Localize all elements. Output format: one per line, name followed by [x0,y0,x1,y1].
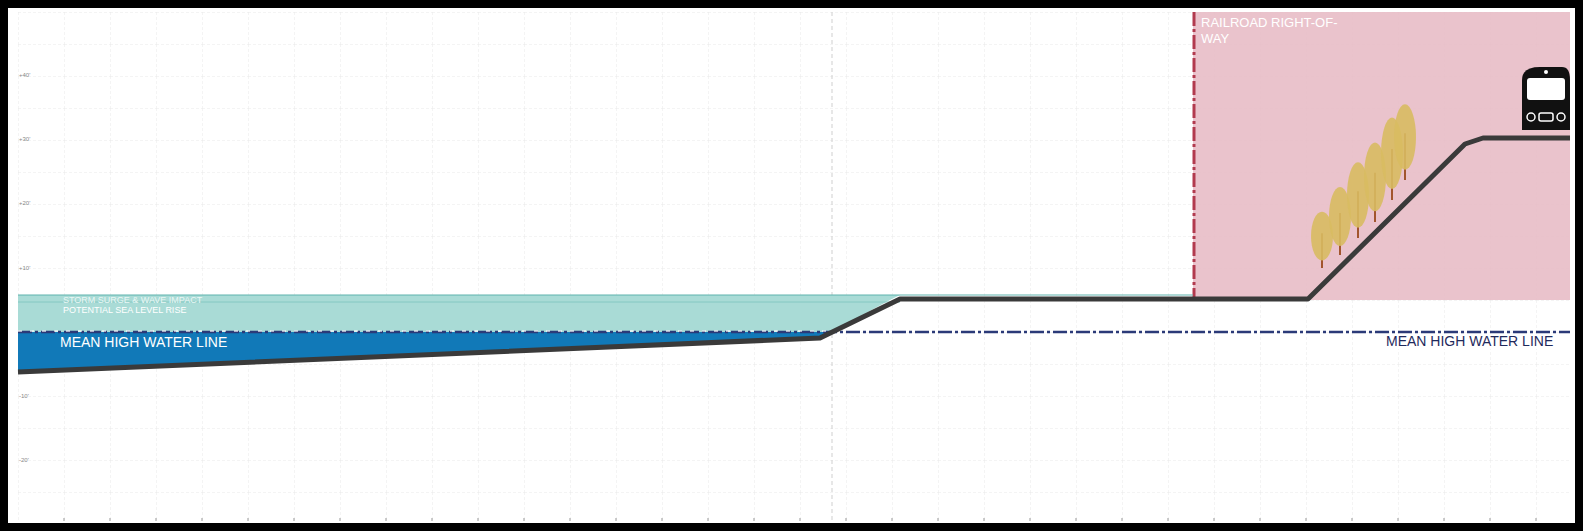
region-label: RAILROAD RIGHT-OF-WAY [1201,15,1351,46]
water-line-label: MEAN HIGH WATER LINE [1383,334,1556,349]
axis-label: +20' [19,200,30,207]
region-label: MEAN HIGH WATER LINE [60,335,460,350]
train-icon [1522,67,1570,130]
axis-label: +10' [19,265,30,272]
right-of-way-line [1193,12,1196,300]
region-label: STORM SURGE & WAVE IMPACT [63,295,820,305]
zero-line [832,12,833,522]
storm-band-region: STORM SURGE & WAVE IMPACTPOTENTIAL SEA L… [60,294,820,330]
axis-label: -10' [19,393,29,400]
right-of-way-band [1193,12,1570,300]
axis-ticks [64,518,1536,521]
right-of-way-region: RAILROAD RIGHT-OF-WAY [1193,12,1570,300]
ground-profile [18,138,1570,372]
region-label: POTENTIAL SEA LEVEL RISE [63,305,820,315]
water-region: MEAN HIGH WATER LINE [60,335,460,351]
frame [4,4,1579,527]
water-surface [18,330,830,332]
grid [18,12,1570,522]
axis-label: +40' [19,72,30,79]
axis-label: -20' [19,457,29,464]
mean-high-water-line [18,331,1570,334]
axis-label: +30' [19,136,30,143]
